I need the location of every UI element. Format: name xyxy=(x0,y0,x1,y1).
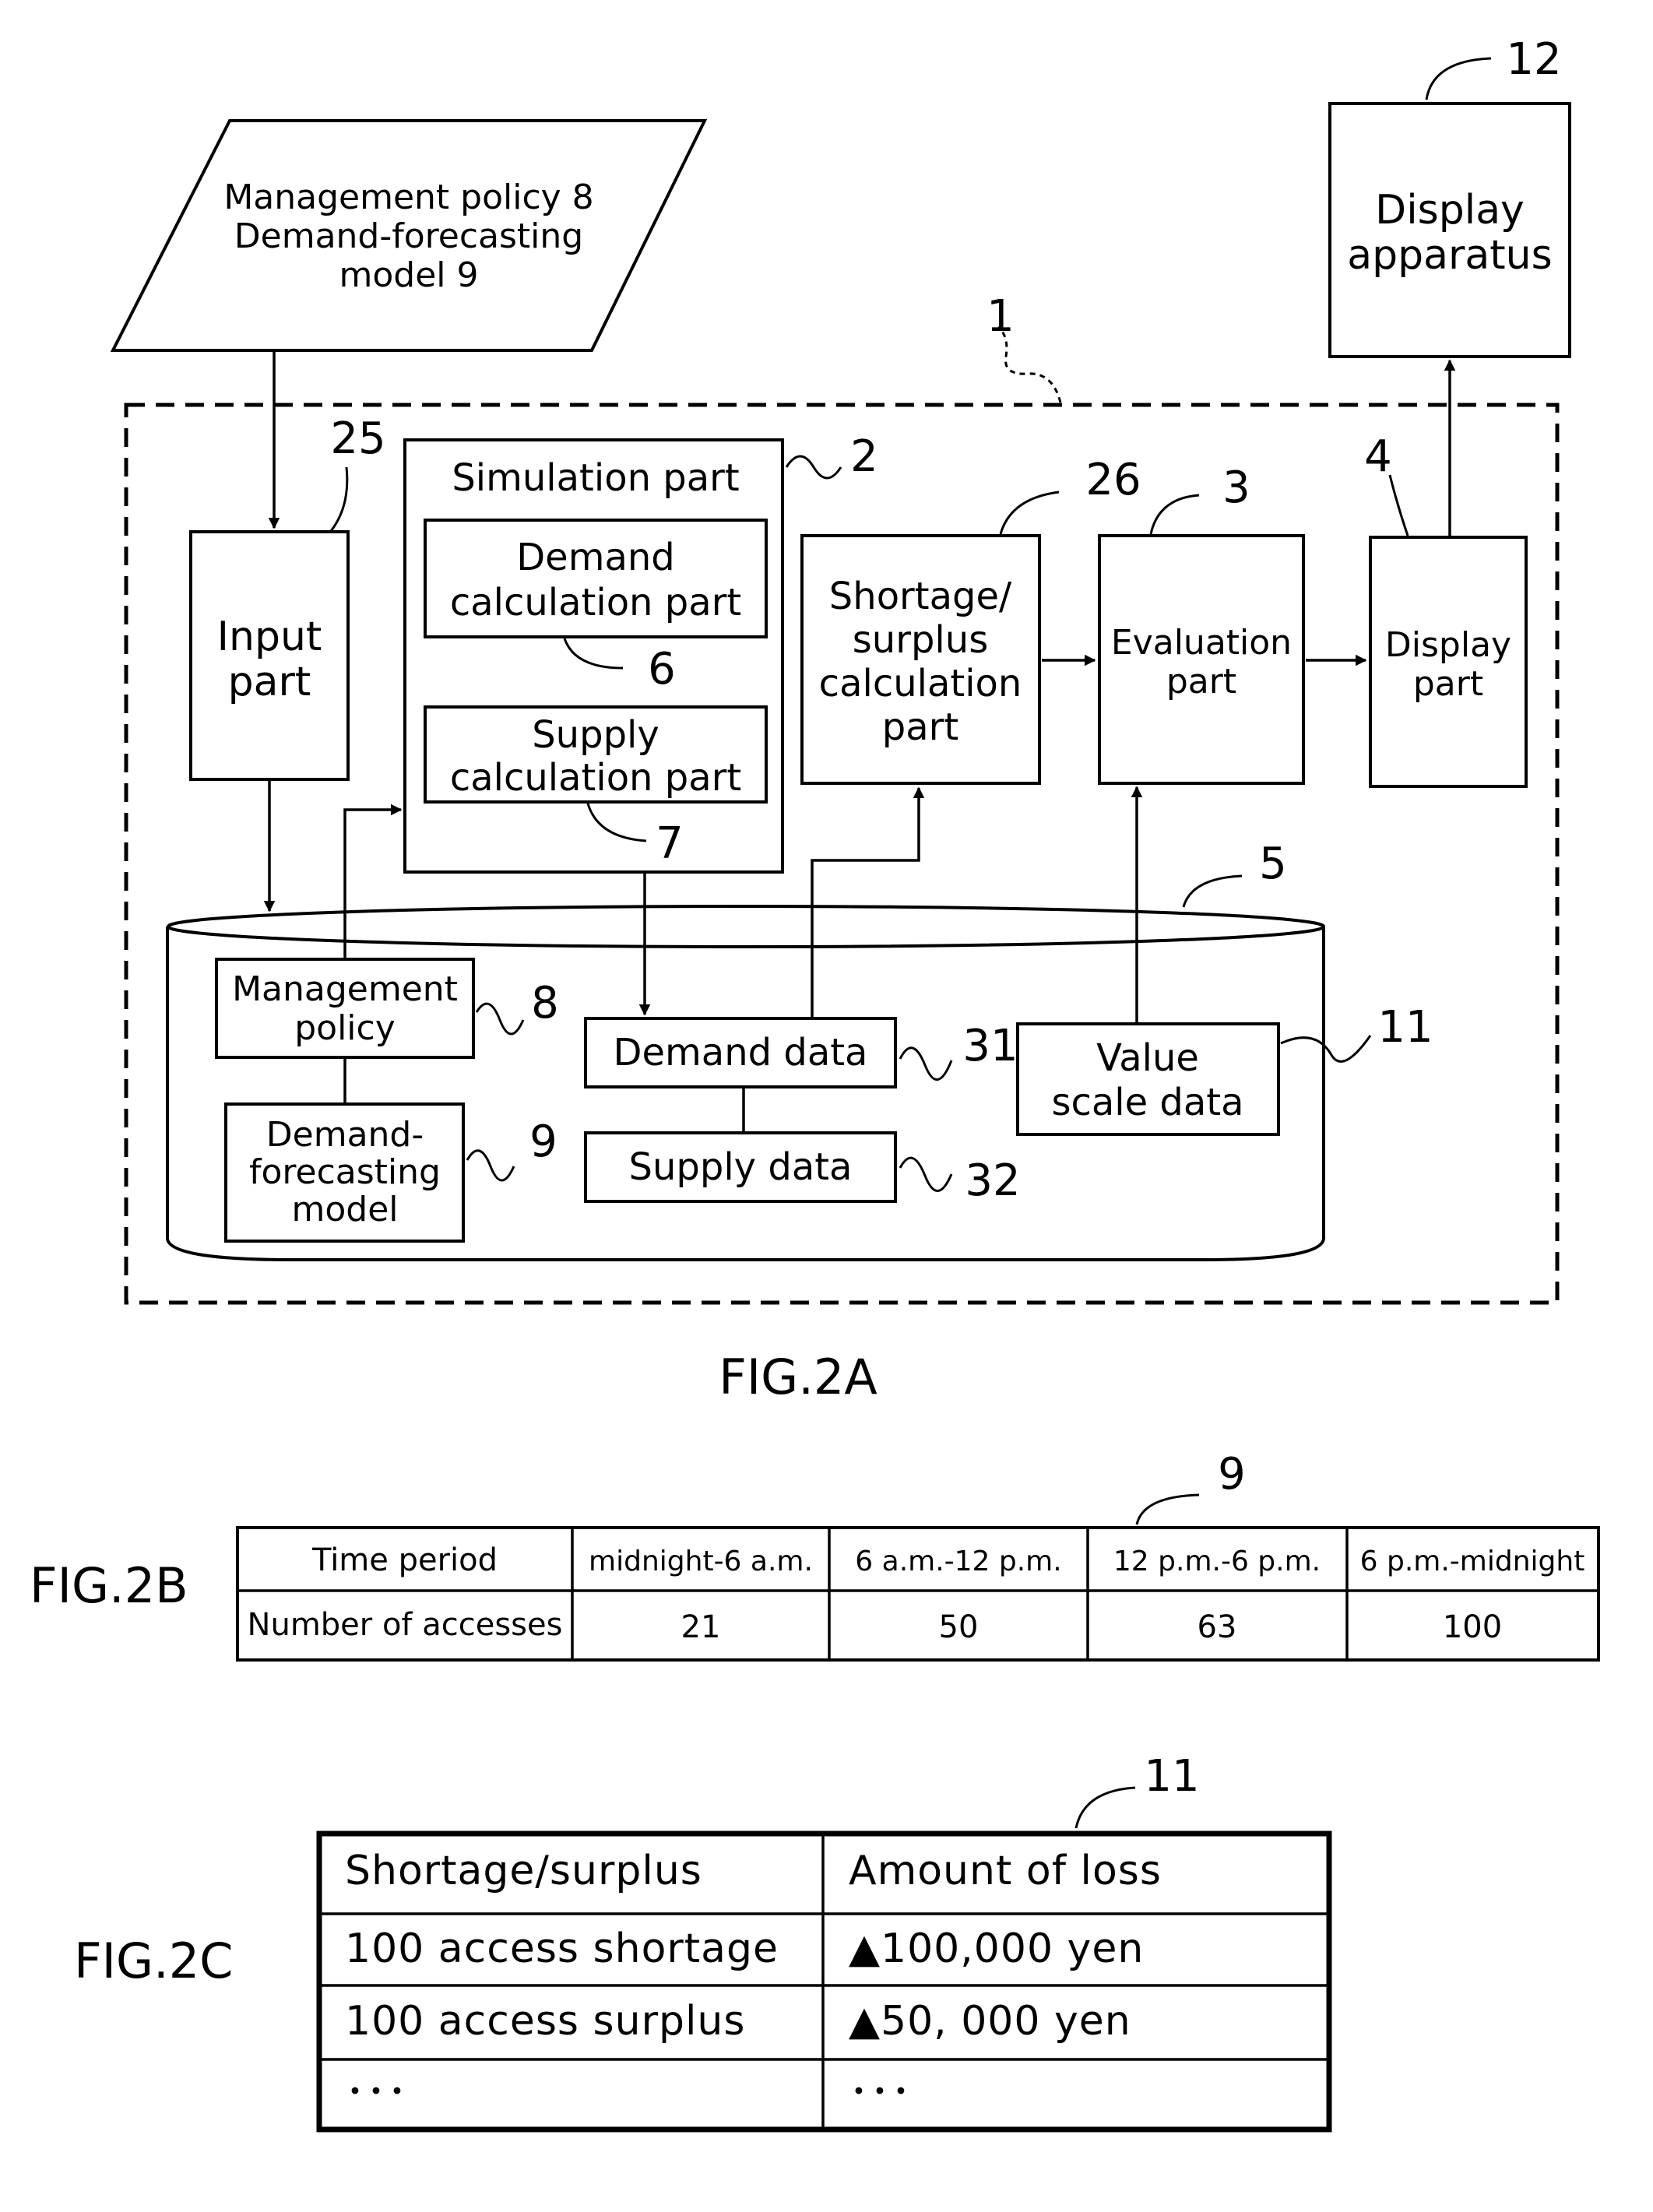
demand-calc-ref: 6 xyxy=(648,644,676,695)
input-document-line-3: model 9 xyxy=(339,255,479,295)
fig2c-caption: FIG.2C xyxy=(74,1932,233,1989)
shortage-line-3: calculation xyxy=(819,662,1022,705)
display-part-leader xyxy=(1390,475,1408,536)
shortage-ref: 26 xyxy=(1085,455,1141,505)
forecasting-model-line-2: forecasting xyxy=(249,1152,441,1192)
access-count-cell: 100 xyxy=(1443,1609,1502,1645)
value-scale-line-1: Value xyxy=(1096,1036,1199,1080)
loss-table-cell: ▲50, 000 yen xyxy=(849,1998,1131,2045)
input-document: Management policy 8 Demand-forecasting m… xyxy=(113,121,705,350)
input-part-line-2: part xyxy=(228,659,311,705)
access-count-cell: 63 xyxy=(1198,1609,1237,1645)
demand-data-label: Demand data xyxy=(614,1031,868,1074)
loss-table-cell: ▲100,000 yen xyxy=(849,1925,1144,1972)
simulation-part-title: Simulation part xyxy=(452,456,739,500)
input-part-leader xyxy=(331,467,347,531)
fig2b-leader xyxy=(1137,1495,1199,1524)
shortage-line-4: part xyxy=(882,705,958,749)
supply-calc-line-1: Supply xyxy=(532,713,659,757)
access-table: Time period Number of accesses midnight-… xyxy=(237,1528,1598,1660)
loss-table-cell: 100 access shortage xyxy=(345,1925,779,1972)
period-cell: midnight-6 a.m. xyxy=(589,1546,813,1577)
display-apparatus: Display apparatus 12 xyxy=(1330,34,1570,357)
loss-table: Shortage/surplus Amount of loss 100 acce… xyxy=(319,1834,1329,2129)
supply-calc-line-2: calculation part xyxy=(450,756,741,800)
loss-table-header: Shortage/surplus xyxy=(345,1848,702,1894)
supply-data-ref: 32 xyxy=(965,1155,1020,1206)
fig2b-caption: FIG.2B xyxy=(30,1557,188,1614)
display-part-ref: 4 xyxy=(1364,431,1392,482)
period-cell: 6 a.m.-12 p.m. xyxy=(855,1546,1061,1577)
period-cell: 12 p.m.-6 p.m. xyxy=(1113,1546,1321,1577)
demand-data-ref: 31 xyxy=(962,1021,1018,1071)
evaluation-ref: 3 xyxy=(1222,462,1250,513)
demand-calc-line-1: Demand xyxy=(516,536,675,579)
simulation-part-leader xyxy=(786,456,841,478)
loss-table-cell: 100 access surplus xyxy=(345,1998,745,2045)
display-apparatus-leader xyxy=(1426,58,1491,100)
access-table-header-label: Time period xyxy=(311,1542,498,1578)
input-part: Input part 25 xyxy=(191,413,386,779)
access-count-cell: 21 xyxy=(681,1609,721,1645)
supply-data-label: Supply data xyxy=(629,1145,853,1189)
database-leader xyxy=(1183,876,1242,907)
period-cell: 6 p.m.-midnight xyxy=(1360,1546,1585,1577)
shortage-leader xyxy=(1001,492,1059,534)
shortage-line-2: surplus xyxy=(853,618,988,662)
evaluation-leader xyxy=(1151,495,1199,534)
display-part-line-1: Display xyxy=(1385,625,1511,665)
input-document-line-1: Management policy 8 xyxy=(223,178,593,217)
loss-table-cell: ･･･ xyxy=(345,2070,408,2116)
input-part-line-1: Input xyxy=(217,614,322,660)
display-apparatus-ref: 12 xyxy=(1506,34,1561,85)
forecasting-model-line-1: Demand- xyxy=(266,1115,424,1155)
fig2c-leader xyxy=(1076,1788,1135,1828)
supply-calc-ref: 7 xyxy=(656,818,684,869)
evaluation-part: Evaluation part 3 xyxy=(1099,462,1303,783)
management-policy-ref: 8 xyxy=(531,978,559,1029)
database: 5 Management policy 8 Demand- forecastin… xyxy=(167,839,1433,1260)
evaluation-line-1: Evaluation xyxy=(1111,623,1292,663)
management-policy-line-2: policy xyxy=(294,1008,396,1048)
value-scale-ref: 11 xyxy=(1377,1002,1433,1053)
management-policy-line-1: Management xyxy=(232,969,458,1009)
simulation-part-ref: 2 xyxy=(850,431,878,482)
access-table-row-label: Number of accesses xyxy=(248,1607,563,1643)
shortage-line-1: Shortage/ xyxy=(829,575,1012,618)
system-ref: 1 xyxy=(987,291,1015,342)
display-apparatus-line-1: Display xyxy=(1375,187,1525,234)
loss-table-header: Amount of loss xyxy=(849,1848,1162,1894)
forecasting-model-ref: 9 xyxy=(529,1117,557,1167)
display-part-line-2: part xyxy=(1413,664,1483,704)
display-apparatus-line-2: apparatus xyxy=(1347,232,1552,279)
shortage-surplus-part: Shortage/ surplus calculation part 26 xyxy=(802,455,1141,783)
input-document-line-2: Demand-forecasting xyxy=(234,216,583,256)
display-part: Display part 4 xyxy=(1364,431,1526,786)
forecasting-model-line-3: model xyxy=(291,1190,398,1229)
fig2a-caption: FIG.2A xyxy=(719,1349,877,1405)
value-scale-line-2: scale data xyxy=(1051,1081,1243,1124)
database-ref: 5 xyxy=(1259,839,1287,889)
fig2c-ref: 11 xyxy=(1144,1751,1199,1802)
evaluation-line-2: part xyxy=(1166,662,1236,702)
fig2b-ref: 9 xyxy=(1218,1449,1246,1500)
access-count-cell: 50 xyxy=(939,1609,979,1645)
demand-calc-line-2: calculation part xyxy=(450,581,741,624)
input-part-ref: 25 xyxy=(330,413,385,464)
loss-table-cell: ･･･ xyxy=(849,2070,912,2116)
